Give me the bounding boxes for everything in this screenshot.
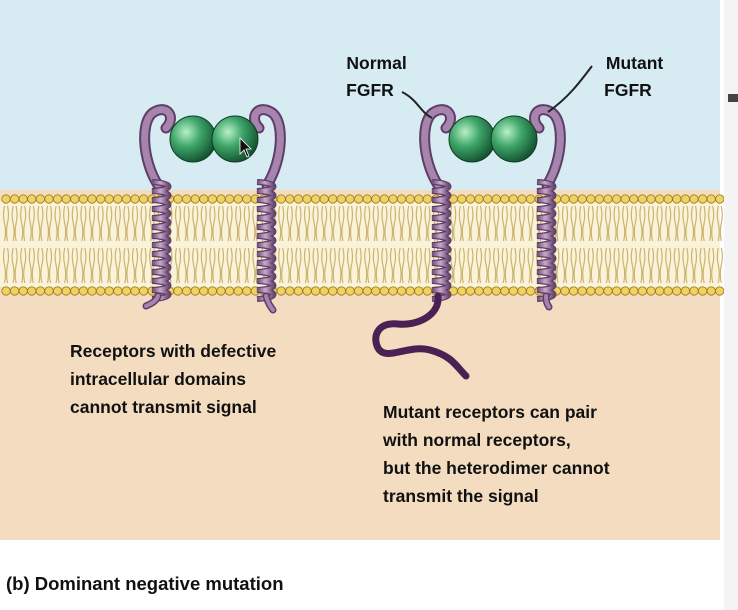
scrollbar[interactable]: [724, 0, 738, 610]
normal-receptor-right: [249, 104, 286, 314]
right-caption: Mutant receptors can pair with normal re…: [382, 402, 614, 506]
extracellular-space: [0, 0, 720, 190]
left-caption: Receptors with defective intracellular d…: [70, 341, 281, 417]
mutant-fgfr-label: Mutant FGFR: [604, 53, 668, 100]
scrollbar-thumb[interactable]: [728, 94, 738, 102]
mouse-pointer-icon: [239, 137, 252, 158]
ligand-dimer-left: [169, 115, 259, 163]
mutant-fgfr: [529, 104, 566, 311]
intracellular-signaling-domain: [372, 292, 470, 380]
mutant-fgfr-pointer: [547, 65, 593, 113]
normal-receptor-left: [139, 104, 176, 310]
receptors: [139, 104, 566, 380]
ligand-dimer-right: [448, 115, 538, 163]
lipid-bilayer: [0, 194, 725, 296]
normal-fgfr-label: Normal FGFR: [346, 53, 411, 100]
normal-fgfr-pointer: [401, 91, 433, 119]
figure-title: (b) Dominant negative mutation: [6, 573, 284, 594]
normal-fgfr: [372, 104, 470, 380]
